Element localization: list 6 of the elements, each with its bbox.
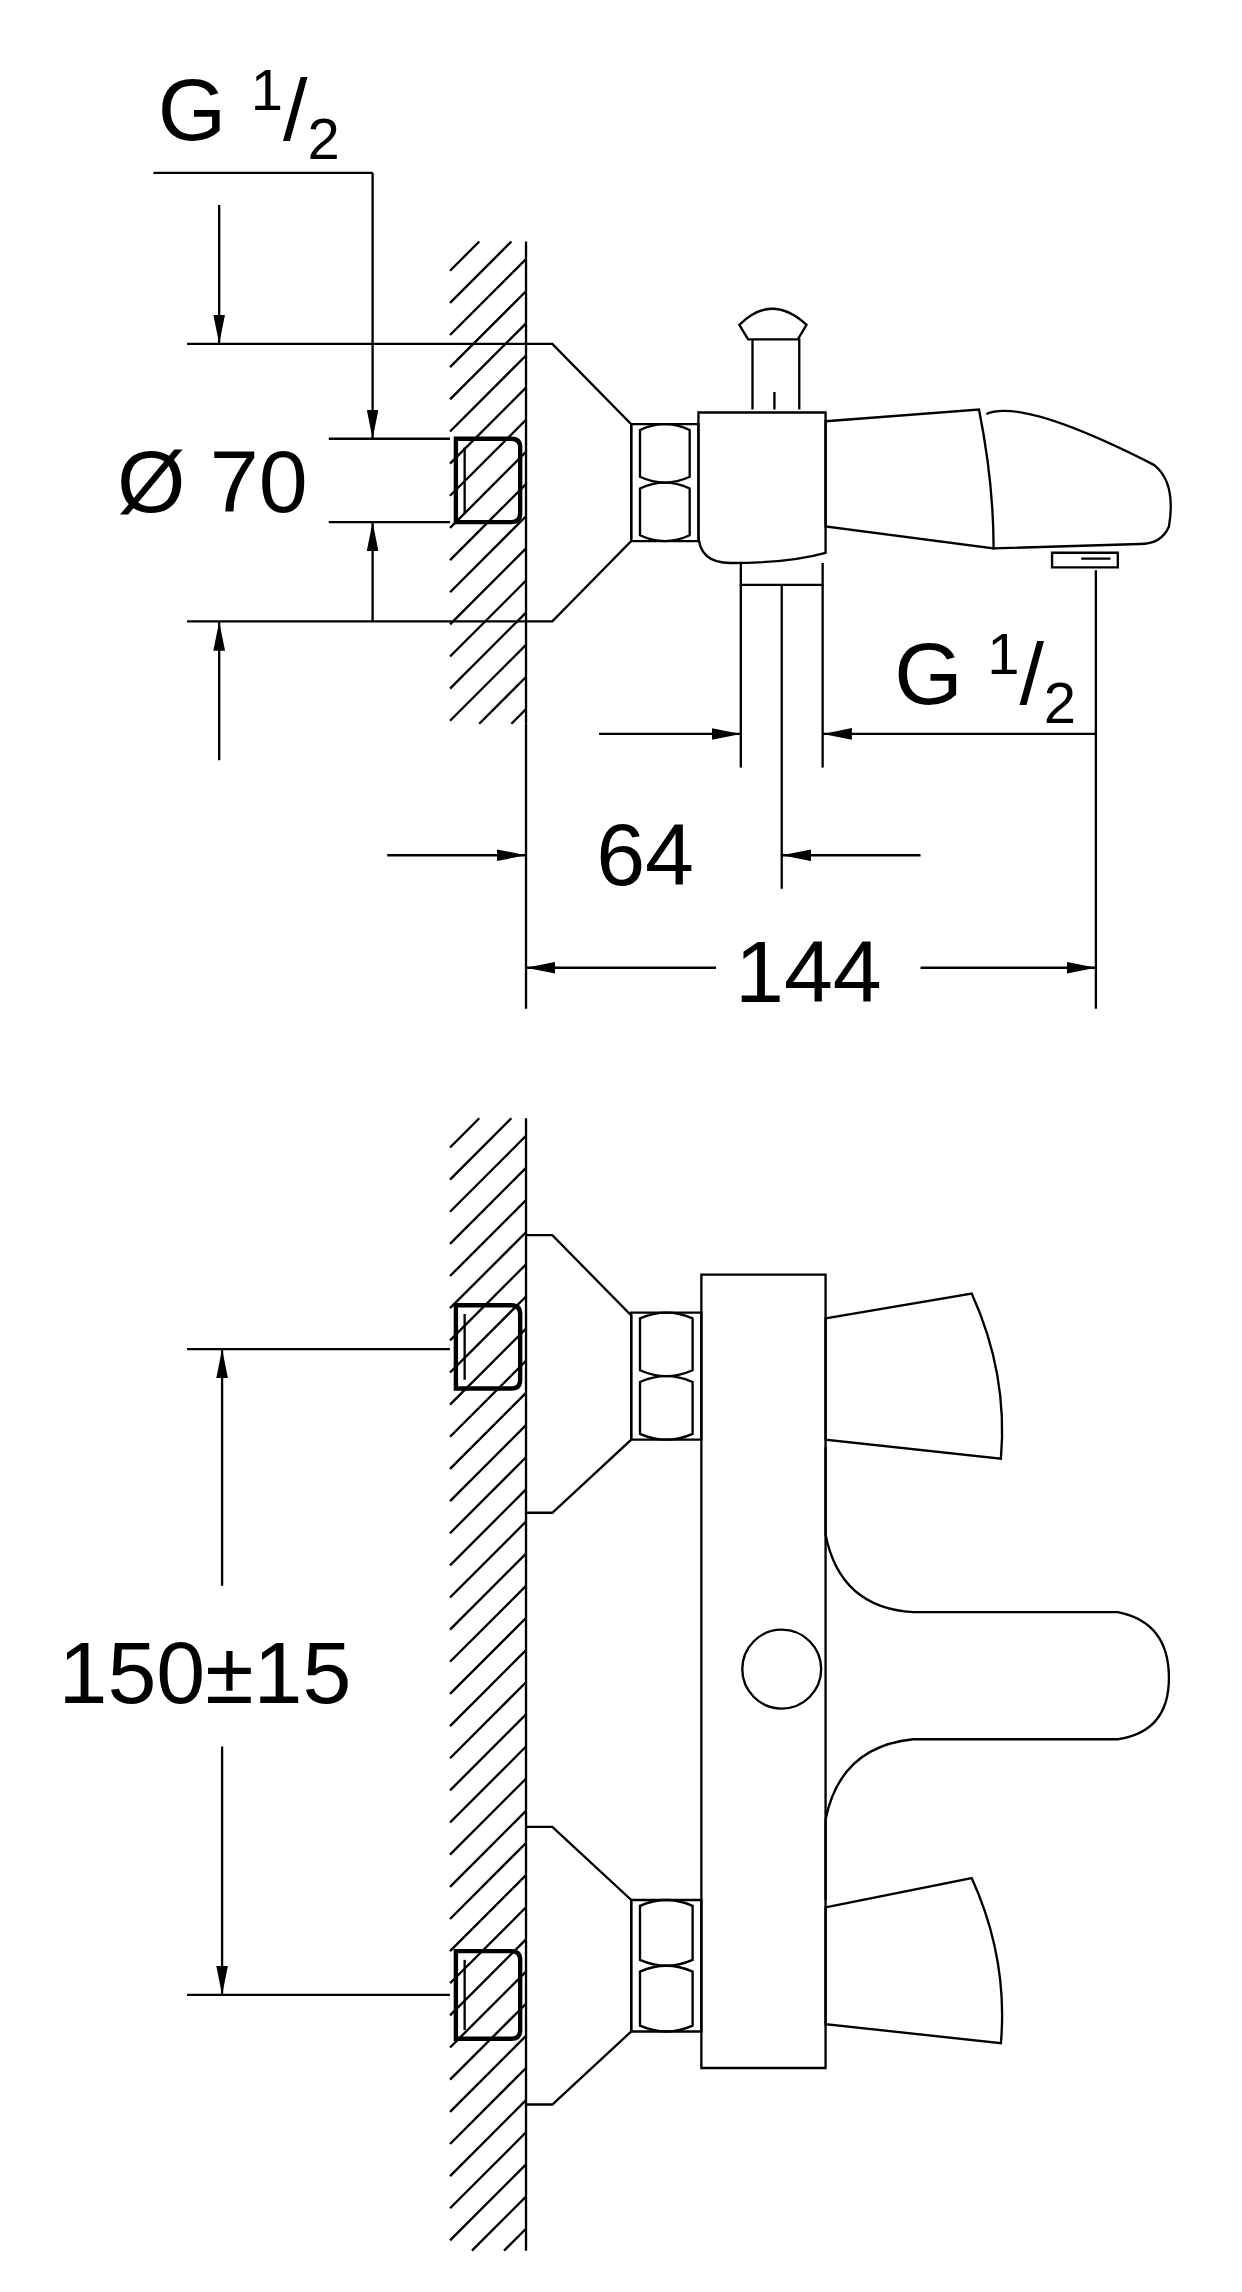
dimension-label: 144 [734, 927, 882, 1016]
dimension-label: Ø 70 [116, 438, 308, 527]
dimension-label: 64 [596, 810, 695, 899]
dimension-label: G $^{1}$/$_{2}$ [157, 61, 340, 169]
dimension-label: G $^{1}$/$_{2}$ [894, 625, 1077, 733]
dimension-label: 150±15 [58, 1629, 352, 1718]
